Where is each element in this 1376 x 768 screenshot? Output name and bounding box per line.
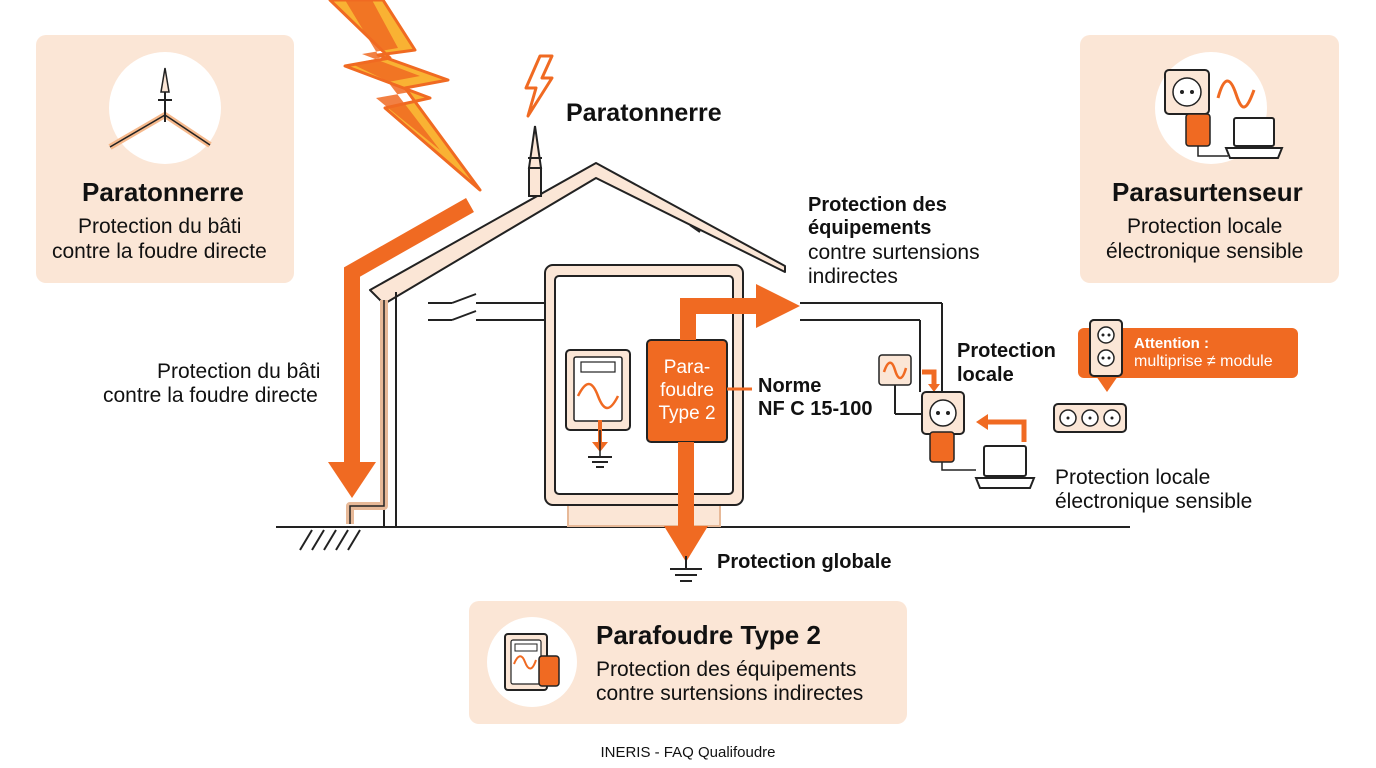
equipment-protection-title1: Protection des	[808, 194, 947, 216]
attention-badge: Attention : multiprise ≠ module	[1078, 328, 1298, 378]
global-protection-label: Protection globale	[717, 551, 892, 573]
attention-text: multiprise ≠ module	[1134, 353, 1273, 370]
local-electronic-line1: Protection locale	[1055, 466, 1211, 489]
card-parafoudre-line1: Protection des équipements	[596, 658, 857, 681]
building-protection-line1: Protection du bâti	[157, 360, 321, 383]
building-protection-line2: contre la foudre directe	[103, 384, 318, 407]
lightning-path-arrow	[328, 198, 474, 498]
lightning-bolt-small	[524, 54, 554, 118]
local-protection-line2: locale	[957, 364, 1014, 386]
wall-socket	[921, 391, 976, 471]
local-electronic-line2: électronique sensible	[1055, 490, 1253, 513]
card-parafoudre-line2: contre surtensions indirectes	[596, 682, 864, 705]
norm-line1: Norme	[758, 375, 822, 397]
card-parasurtenseur-line1: Protection locale	[1127, 215, 1283, 238]
equipment-protection-arrow	[680, 284, 800, 340]
parafoudre-module-label: Para- foudre Type 2	[658, 357, 716, 424]
local-protection-line1: Protection	[957, 340, 1056, 362]
source-caption: INERIS - FAQ Qualifoudre	[600, 744, 776, 761]
power-strip	[1053, 403, 1127, 433]
card-paratonnerre-line2: contre la foudre directe	[52, 240, 267, 263]
lightning-rod	[527, 125, 543, 197]
card-paratonnerre-line1: Protection du bâti	[78, 215, 242, 238]
norm-line2: NF C 15-100	[758, 398, 873, 420]
outgoing-lines	[800, 302, 943, 415]
equipment-protection-line1: contre surtensions	[808, 241, 980, 264]
earth-arrow	[664, 442, 708, 582]
equipment-protection-title2: équipements	[808, 217, 932, 239]
card-parasurtenseur-line2: électronique sensible	[1106, 240, 1304, 263]
surge-symbol	[878, 354, 912, 386]
laptop	[974, 445, 1036, 489]
card-parafoudre-title: Parafoudre Type 2	[596, 620, 821, 650]
equipment-protection-line2: indirectes	[808, 265, 898, 288]
lightning-bolt-large	[328, 0, 482, 192]
rod-label: Paratonnerre	[566, 99, 722, 127]
attention-title: Attention :	[1134, 335, 1209, 352]
card-parasurtenseur-title: Parasurtenseur	[1112, 177, 1303, 207]
down-conductor	[346, 300, 388, 524]
card-paratonnerre-title: Paratonnerre	[82, 177, 244, 207]
